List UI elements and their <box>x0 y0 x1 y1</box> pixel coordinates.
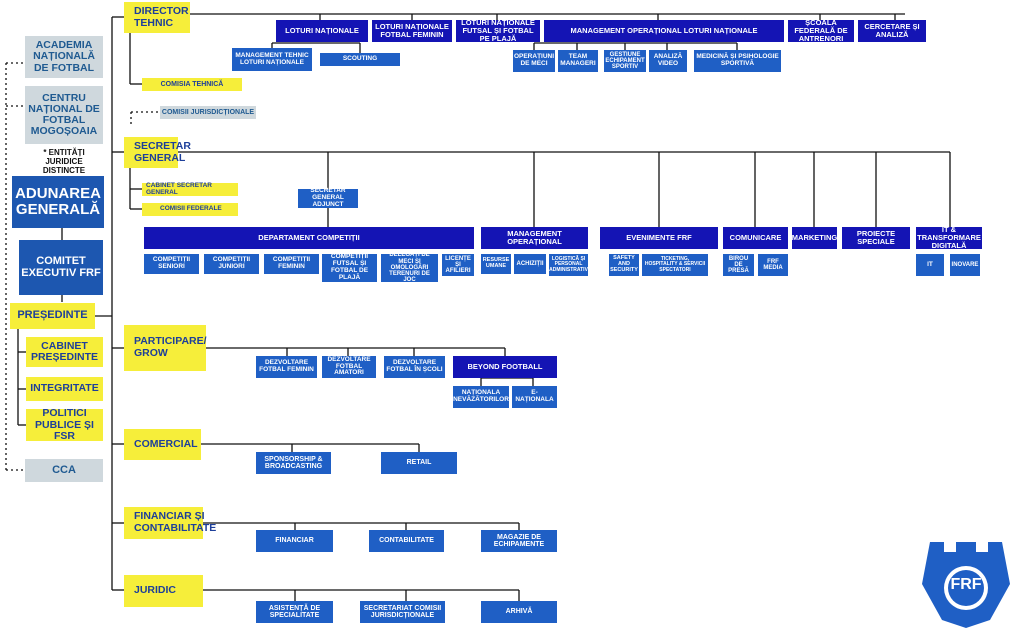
comunicare-box[interactable]: COMUNICARE <box>723 227 788 249</box>
presedinte-box[interactable]: PREȘEDINTE <box>10 303 95 329</box>
cercetare-analiza-box[interactable]: CERCETARE ȘI ANALIZĂ <box>858 20 926 42</box>
magazie-echipamente-box[interactable]: MAGAZIE DE ECHIPAMENTE <box>481 530 557 552</box>
inovare-box[interactable]: INOVARE <box>950 254 980 276</box>
nationala-nevazatorilor-box[interactable]: NAȚIONALA NEVĂZĂTORILOR <box>453 386 509 408</box>
comisia-tehnica-box[interactable]: COMISIA TEHNICĂ <box>142 78 242 91</box>
resurse-umane-box[interactable]: RESURSE UMANE <box>481 254 511 274</box>
scouting-box[interactable]: SCOUTING <box>320 53 400 66</box>
contabilitate-box[interactable]: CONTABILITATE <box>369 530 444 552</box>
frf-logo: FRF <box>918 538 1014 630</box>
asistenta-specialitate-box[interactable]: ASISTENȚĂ DE SPECIALITATE <box>256 601 333 623</box>
comercial-header[interactable]: COMERCIAL <box>124 429 201 460</box>
comisii-jurisdictionale-box[interactable]: COMISII JURISDICȚIONALE <box>160 106 256 119</box>
departament-competitii-box[interactable]: DEPARTAMENT COMPETIȚII <box>144 227 474 249</box>
competitii-seniori-box[interactable]: COMPETIȚII SENIORI <box>144 254 199 274</box>
scoala-federala-box[interactable]: ȘCOALA FEDERALĂ DE ANTRENORI <box>788 19 854 42</box>
academia-nationala-box[interactable]: ACADEMIA NAȚIONALĂ DE FOTBAL <box>25 36 103 78</box>
loturi-nationale-box[interactable]: LOTURI NAȚIONALE <box>276 20 368 42</box>
birou-presa-box[interactable]: BIROU DE PRESĂ <box>723 254 754 276</box>
participare-grow-header[interactable]: PARTICIPARE/ GROW <box>124 325 207 371</box>
marketing-box[interactable]: MARKETING <box>792 227 837 249</box>
medicina-psihologie-box[interactable]: MEDICINĂ ȘI PSIHOLOGIE SPORTIVĂ <box>694 50 781 72</box>
delegati-meci-box[interactable]: DELEGAȚI DE MECI ȘI OMOLOGĂRI TERENURI D… <box>381 252 438 283</box>
operatiuni-meci-box[interactable]: OPERAȚIUNI DE MECI <box>513 50 555 72</box>
management-operational-loturi-box[interactable]: MANAGEMENT OPERAȚIONAL LOTURI NAȚIONALE <box>544 20 784 42</box>
dezvoltare-feminin-box[interactable]: DEZVOLTARE FOTBAL FEMININ <box>256 356 317 378</box>
secretariat-comisii-box[interactable]: SECRETARIAT COMISII JURISDICȚIONALE <box>360 601 445 623</box>
it-transformare-box[interactable]: IT & TRANSFORMARE DIGITALĂ <box>916 225 982 250</box>
loturi-feminin-box[interactable]: LOTURI NAȚIONALE FOTBAL FEMININ <box>372 20 452 42</box>
cca-box[interactable]: CCA <box>25 459 103 482</box>
dezvoltare-amatori-box[interactable]: DEZVOLTARE FOTBAL AMATORI <box>322 356 376 378</box>
cabinet-presedinte-box[interactable]: CABINET PREȘEDINTE <box>26 337 103 367</box>
juridic-header[interactable]: JURIDIC <box>124 575 203 607</box>
dezvoltare-scoli-box[interactable]: DEZVOLTARE FOTBAL ÎN ȘCOLI <box>384 356 445 378</box>
proiecte-speciale-box[interactable]: PROIECTE SPECIALE <box>842 227 910 249</box>
frf-media-box[interactable]: FRF MEDIA <box>758 254 788 276</box>
achizitii-box[interactable]: ACHIZIȚII <box>514 254 546 274</box>
entitati-note: * ENTITĂȚI JURIDICE DISTINCTE <box>42 148 86 176</box>
secretar-general-header[interactable]: SECRETAR GENERAL <box>124 137 191 168</box>
analiza-video-box[interactable]: ANALIZĂ VIDEO <box>649 50 687 72</box>
comitet-executiv-box[interactable]: COMITET EXECUTIV FRF <box>19 240 103 295</box>
director-tehnic-header[interactable]: DIRECTOR TEHNIC <box>124 2 190 33</box>
financiar-box[interactable]: FINANCIAR <box>256 530 333 552</box>
adunarea-generala-box[interactable]: ADUNAREA GENERALĂ <box>12 176 104 228</box>
loturi-futsal-box[interactable]: LOTURI NAȚIONALE FUTSAL ȘI FOTBAL PE PLA… <box>456 19 540 42</box>
management-operational-box[interactable]: MANAGEMENT OPERAȚIONAL <box>481 227 588 249</box>
comisii-federale-box[interactable]: COMISII FEDERALE <box>142 203 238 216</box>
safety-security-box[interactable]: SAFETY AND SECURITY <box>609 254 639 276</box>
financiar-header[interactable]: FINANCIAR ȘI CONTABILITATE <box>124 507 216 539</box>
competitii-feminin-box[interactable]: COMPETIȚII FEMININ <box>264 254 319 274</box>
arhiva-box[interactable]: ARHIVĂ <box>481 601 557 623</box>
it-box[interactable]: IT <box>916 254 944 276</box>
e-nationala-box[interactable]: E-NAȚIONALA <box>512 386 557 408</box>
competitii-futsal-box[interactable]: COMPETIȚII FUTSAL ȘI FOTBAL DE PLAJĂ <box>322 253 377 282</box>
team-manageri-box[interactable]: TEAM MANAGERI <box>558 50 598 72</box>
competitii-juniori-box[interactable]: COMPETIȚII JUNIORI <box>204 254 259 274</box>
integritate-box[interactable]: INTEGRITATE <box>26 377 103 401</box>
ticketing-box[interactable]: TICKETING, HOSPITALITY & SERVICII SPECTA… <box>642 254 708 276</box>
centru-national-box[interactable]: CENTRU NAȚIONAL DE FOTBAL MOGOȘOAIA <box>25 86 103 144</box>
gestiune-echipament-box[interactable]: GESTIUNE ECHIPAMENT SPORTIV <box>604 50 646 72</box>
retail-box[interactable]: RETAIL <box>381 452 457 474</box>
evenimente-frf-box[interactable]: EVENIMENTE FRF <box>600 227 718 249</box>
cabinet-secretar-box[interactable]: CABINET SECRETAR GENERAL <box>142 182 238 196</box>
logo-text: FRF <box>950 576 982 593</box>
logistica-box[interactable]: LOGISTICĂ ȘI PERSONAL ADMINISTRATIV <box>549 254 588 276</box>
politici-publice-box[interactable]: POLITICI PUBLICE ȘI FSR <box>26 408 103 441</box>
beyond-football-box[interactable]: BEYOND FOOTBALL <box>453 356 557 378</box>
management-tehnic-box[interactable]: MANAGEMENT TEHNIC LOTURI NAȚIONALE <box>232 48 312 71</box>
frf-shield-icon <box>922 542 1010 628</box>
licente-afilieri-box[interactable]: LICENȚE ȘI AFILIERI <box>442 254 474 276</box>
sponsorship-box[interactable]: SPONSORSHIP & BROADCASTING <box>256 452 331 474</box>
secretar-general-adjunct-box[interactable]: SECRETAR GENERAL ADJUNCT <box>298 187 358 208</box>
